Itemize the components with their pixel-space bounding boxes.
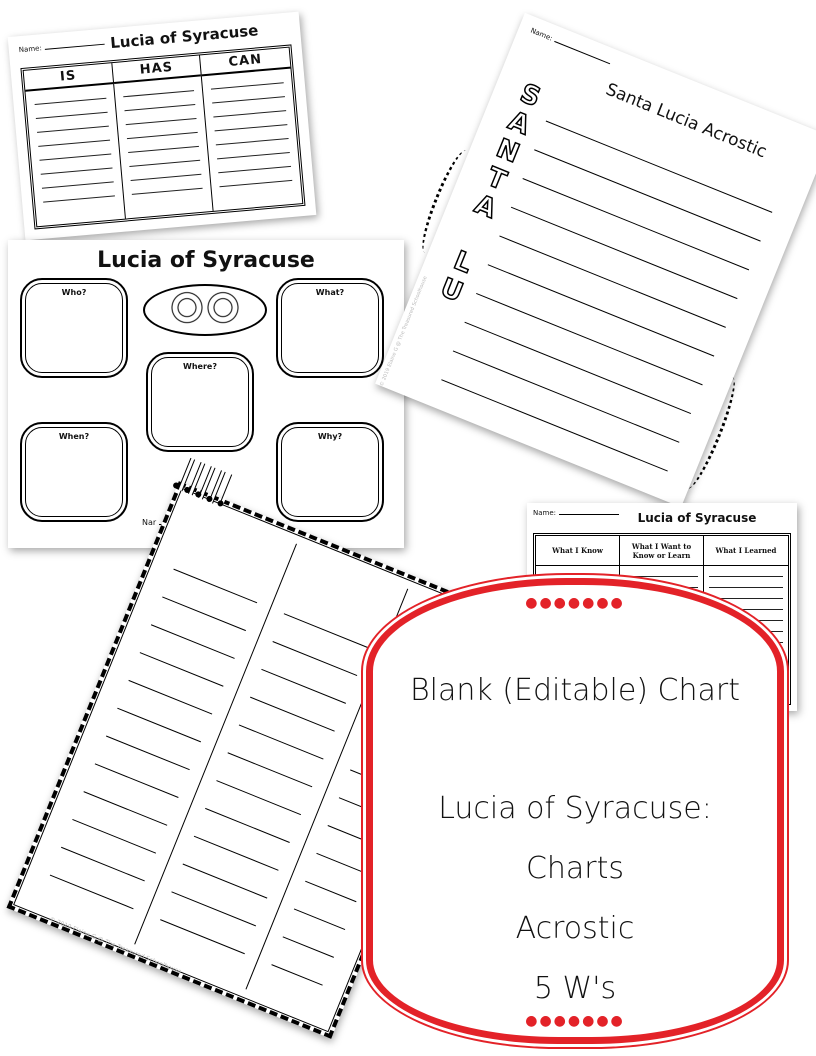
name-label: Name:	[529, 27, 612, 67]
frame-line-5ws: 5 W's	[533, 971, 617, 1006]
why-box: Why?	[276, 422, 384, 522]
name-label: Name:	[533, 509, 619, 517]
dots-decoration: ●●●●●●●	[525, 595, 625, 611]
who-box: Who?	[20, 278, 128, 378]
frame-line-title: Lucia of Syracuse:	[438, 791, 712, 826]
frame-line-charts: Charts	[525, 851, 625, 886]
is-has-can-worksheet: Name: Lucia of Syracuse IS HAS CAN	[7, 11, 317, 241]
title-frame: ●●●●●●● ●●●●●●● Blank (Editable) Chart L…	[366, 578, 784, 1044]
dots-decoration: ●●●●●●●	[525, 1013, 625, 1029]
header-know: What I Know	[536, 536, 619, 566]
frame-line-blank-chart: Blank (Editable) Chart	[410, 673, 740, 708]
where-box: Where?	[146, 352, 254, 452]
worksheet-title: Lucia of Syracuse	[637, 511, 757, 525]
acrostic-worksheet: Name: Santa Lucia Acrostic SANTA LU © 20…	[375, 12, 816, 508]
frame-line-acrostic: Acrostic	[515, 911, 635, 946]
worksheet-title: Lucia of Syracuse	[97, 248, 315, 273]
name-label: Nar	[142, 518, 219, 527]
header-learned: What I Learned	[704, 536, 788, 566]
header-want: What I Want to Know or Learn	[620, 536, 703, 566]
when-box: When?	[20, 422, 128, 522]
buns-plate-icon	[143, 284, 267, 336]
what-box: What?	[276, 278, 384, 378]
